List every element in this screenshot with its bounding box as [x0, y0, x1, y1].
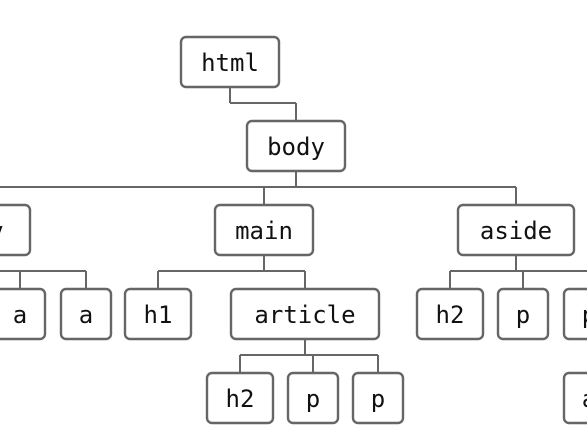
node-box — [562, 371, 587, 425]
node-box — [0, 203, 32, 257]
node-box — [123, 287, 193, 341]
node-label: p — [516, 301, 530, 329]
node-label: main — [235, 217, 293, 245]
node-label: p — [306, 385, 320, 413]
node-art-h2: h2 — [205, 371, 275, 425]
node-label: p — [371, 385, 385, 413]
node-box — [562, 287, 587, 341]
node-box — [179, 35, 281, 89]
node-box — [245, 119, 347, 173]
node-label: article — [254, 301, 355, 329]
node-box — [496, 287, 550, 341]
tree-nodes: html body nav main aside a a a h1 article h2 p p h2 p p… — [0, 35, 587, 425]
node-label: a — [582, 385, 587, 413]
node-aside-h2: h2 — [415, 287, 485, 341]
node-label: a — [13, 301, 27, 329]
node-nav-a3: a — [59, 287, 113, 341]
tree-edges — [0, 87, 587, 373]
node-box — [213, 203, 315, 257]
node-main: main — [213, 203, 315, 257]
node-nav: nav — [0, 203, 32, 257]
node-label: h1 — [144, 301, 173, 329]
node-label: p — [582, 301, 587, 329]
node-box — [0, 287, 47, 341]
node-aside-p1: p — [496, 287, 550, 341]
node-box — [286, 371, 340, 425]
node-aside: aside — [456, 203, 576, 257]
node-label: nav — [0, 217, 4, 245]
node-label: a — [79, 301, 93, 329]
node-label: aside — [480, 217, 552, 245]
node-aside-p2: p — [562, 287, 587, 341]
node-label: h2 — [226, 385, 255, 413]
node-label: html — [201, 49, 259, 77]
node-article: article — [229, 287, 381, 341]
node-art-p2: p — [351, 371, 405, 425]
node-label: h2 — [436, 301, 465, 329]
node-label: body — [267, 133, 325, 161]
node-art-p1: p — [286, 371, 340, 425]
node-box — [351, 371, 405, 425]
node-aside-a: a — [562, 371, 587, 425]
node-html: html — [179, 35, 281, 89]
node-box — [59, 287, 113, 341]
node-box — [456, 203, 576, 257]
node-box — [415, 287, 485, 341]
node-main-h1: h1 — [123, 287, 193, 341]
node-box — [229, 287, 381, 341]
node-box — [205, 371, 275, 425]
node-nav-a2: a — [0, 287, 47, 341]
node-body: body — [245, 119, 347, 173]
